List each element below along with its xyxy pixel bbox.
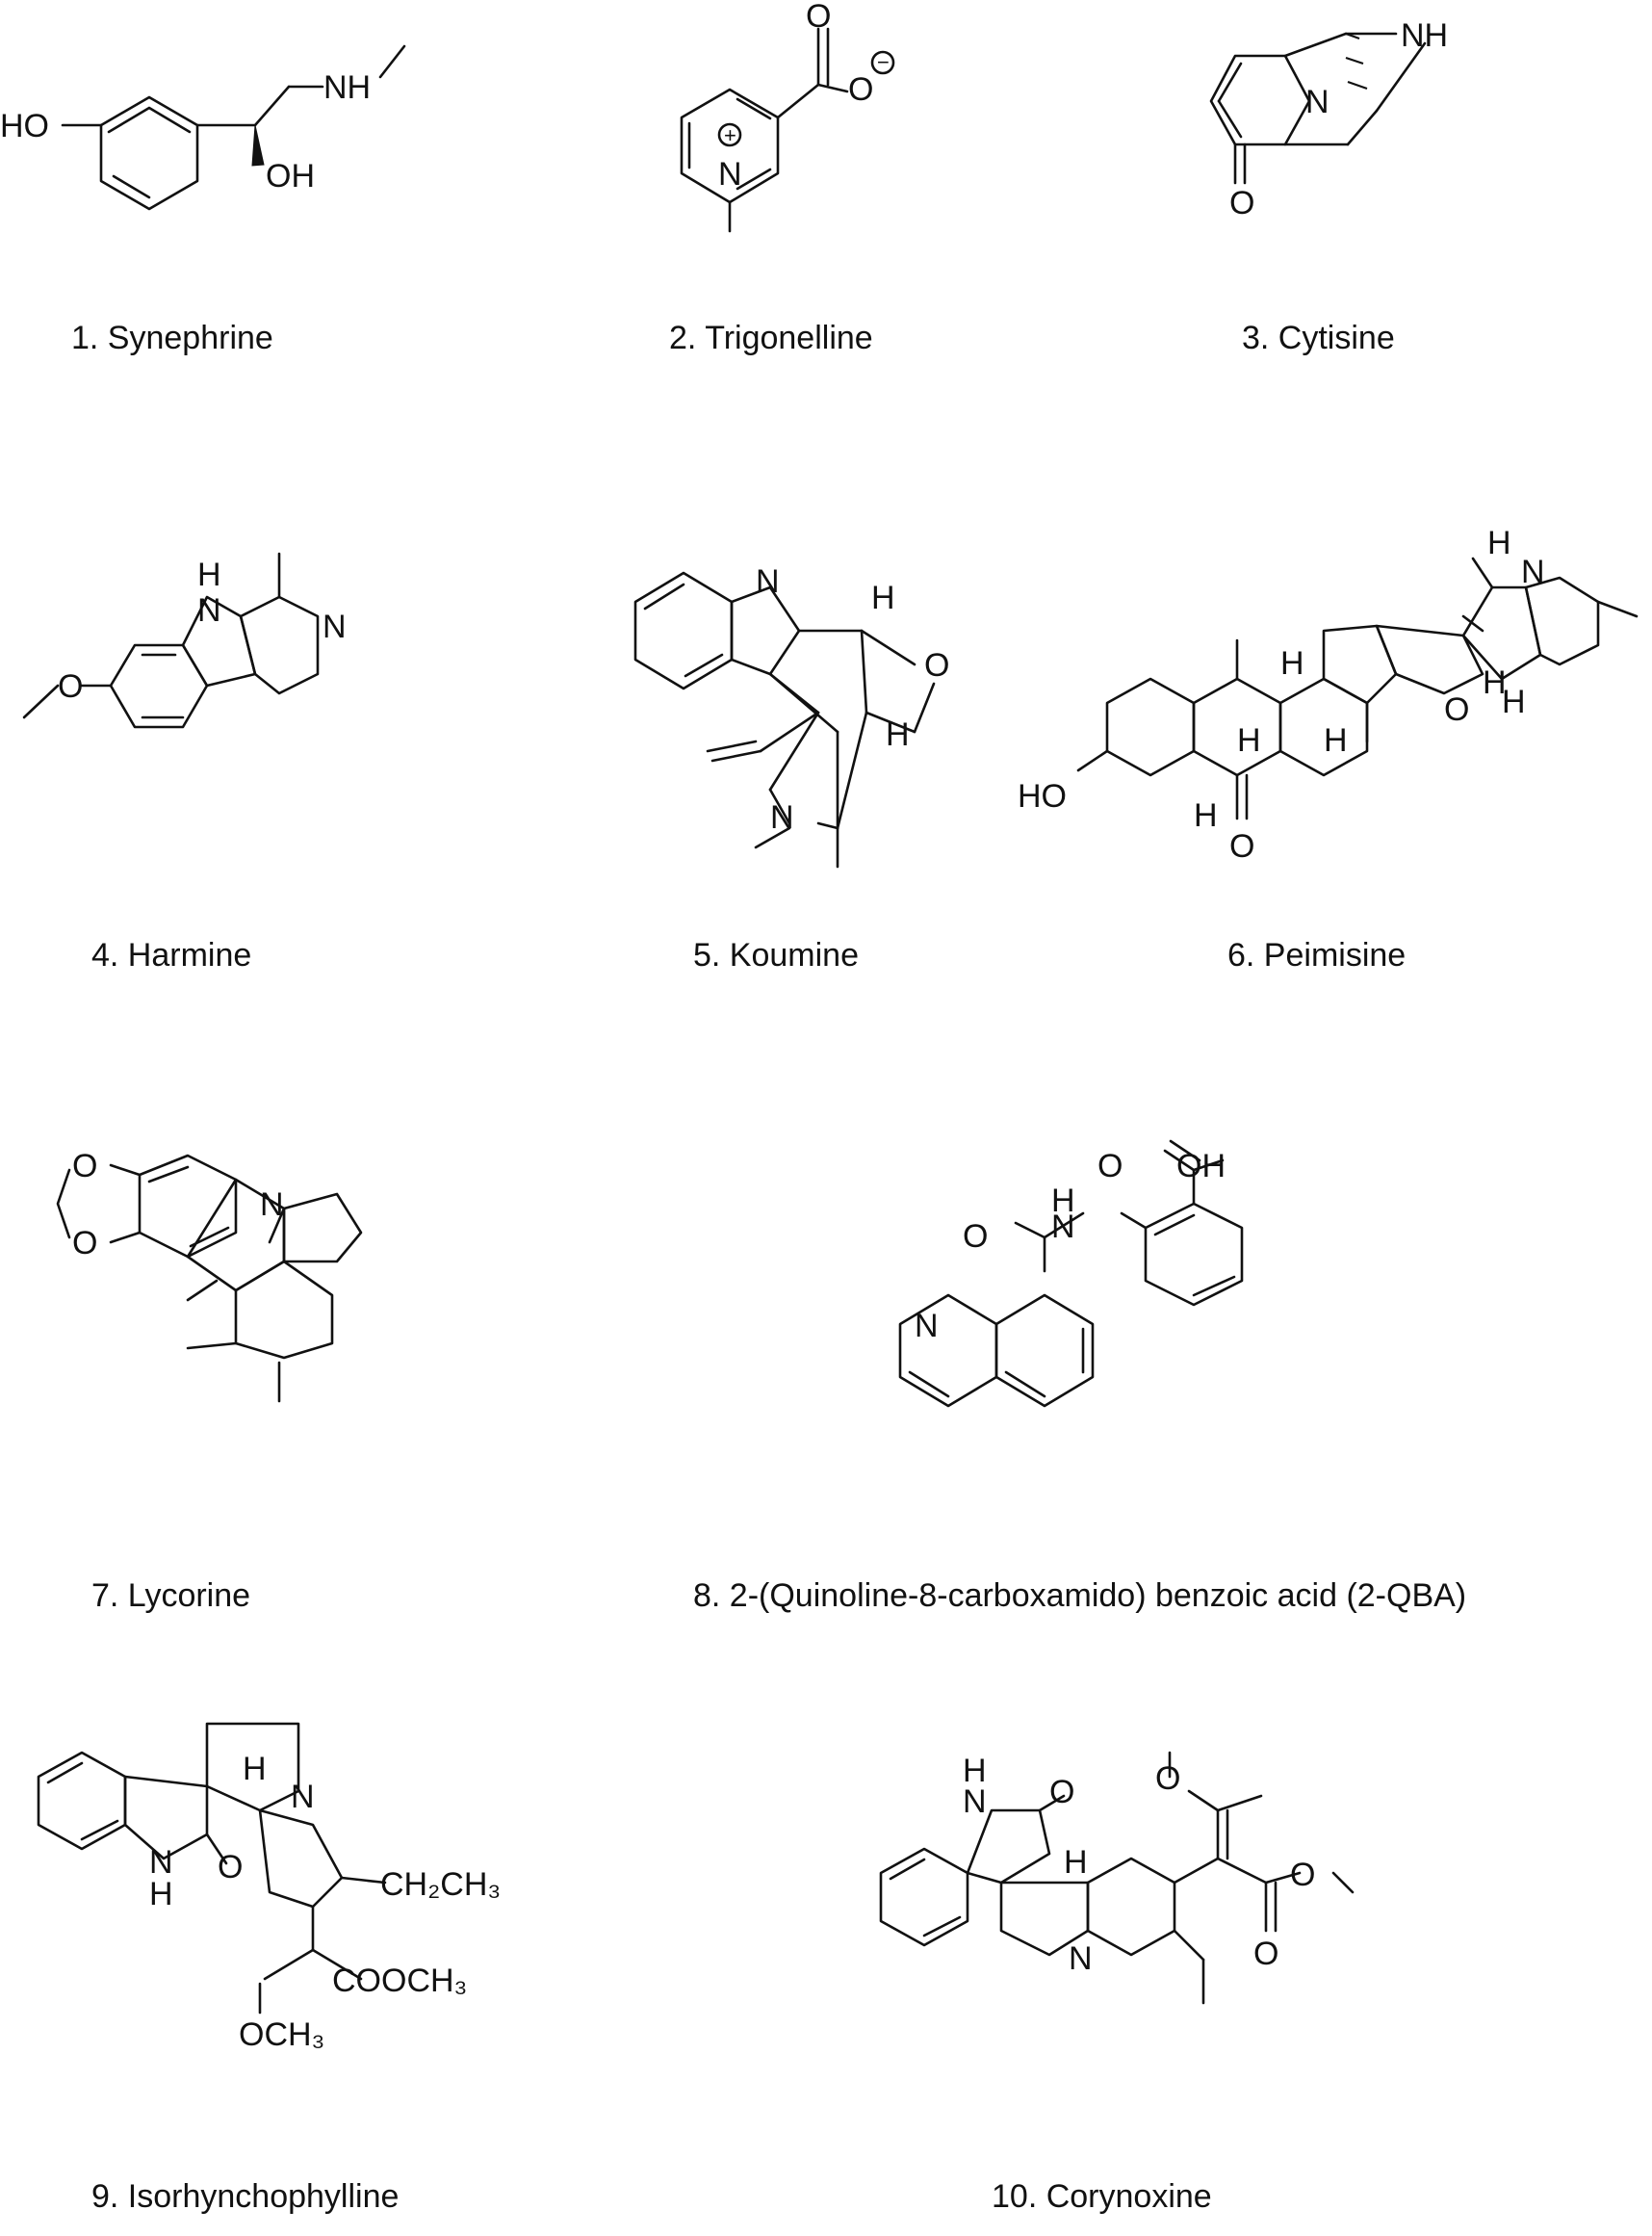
atom-label: H xyxy=(1502,684,1526,720)
atom-label: N xyxy=(1051,1209,1075,1245)
atom-label: N xyxy=(260,1186,284,1223)
atom-label: N xyxy=(770,799,794,836)
atom-label: O xyxy=(848,71,873,108)
atom-label: NH xyxy=(1401,17,1448,54)
atom-label: H xyxy=(963,1753,987,1789)
caption-isorhynchophylline: 9. Isorhynchophylline xyxy=(91,2178,400,2215)
atom-label: O xyxy=(1253,1936,1278,1972)
caption-2-qba: 8. 2-(Quinoline-8-carboxamido) benzoic a… xyxy=(693,1577,1467,1614)
atom-label: H xyxy=(1051,1183,1075,1219)
atom-label: CH₂CH₃ xyxy=(380,1866,501,1903)
atom-label: O xyxy=(1229,828,1254,865)
atom-label: O xyxy=(924,647,949,684)
atom-label: NH xyxy=(323,69,371,106)
atom-label: O xyxy=(1444,691,1469,728)
caption-corynoxine: 10. Corynoxine xyxy=(992,2178,1212,2215)
atom-label: H xyxy=(886,716,910,753)
atom-label: H xyxy=(1483,664,1507,701)
atom-label: N xyxy=(1305,84,1329,120)
atom-label: N xyxy=(1521,554,1545,590)
structure-koumine: N H O H N xyxy=(633,563,949,869)
atom-label: H xyxy=(1237,722,1261,759)
atom-label: N xyxy=(291,1779,315,1815)
atom-label: N xyxy=(963,1783,987,1820)
atom-label: O xyxy=(72,1148,97,1184)
atom-label: H xyxy=(1487,525,1511,561)
atom-label: N xyxy=(1069,1940,1093,1977)
atom-label: H xyxy=(243,1751,267,1787)
atom-label: O xyxy=(1049,1774,1074,1810)
structure-cytisine: NH N O xyxy=(1209,17,1448,221)
structure-isorhynchophylline: H N N H O CH₂CH₃ COOCH₃ OCH₃ xyxy=(37,1722,501,2053)
structure-corynoxine: H N O O H N O O xyxy=(879,1751,1355,2005)
structure-harmine: H N N O xyxy=(22,552,347,729)
atom-label: O xyxy=(218,1849,243,1885)
atom-label: HO xyxy=(1018,778,1067,815)
atom-label: HO xyxy=(0,108,49,144)
atom-label: H xyxy=(1194,797,1218,834)
caption-trigonelline: 2. Trigonelline xyxy=(669,320,873,356)
atom-label: O xyxy=(1229,185,1254,221)
atom-label: O xyxy=(72,1225,97,1261)
atom-label: N xyxy=(323,609,347,645)
atom-label: N xyxy=(197,592,221,629)
charge-label: − xyxy=(877,50,890,74)
atom-label: O xyxy=(58,668,83,705)
atom-label: H xyxy=(871,580,895,616)
atom-label: O xyxy=(1155,1760,1180,1797)
atom-label: H xyxy=(1064,1844,1088,1881)
atom-label: OH xyxy=(266,158,315,195)
atom-label: N xyxy=(149,1844,173,1881)
structure-peimisine: HO O O H N H H H H H H xyxy=(1018,525,1639,865)
atom-label: O xyxy=(1097,1148,1123,1184)
atom-label: O xyxy=(1290,1857,1315,1893)
caption-synephrine: 1. Synephrine xyxy=(71,320,273,356)
atom-label: O xyxy=(963,1218,988,1255)
caption-lycorine: 7. Lycorine xyxy=(91,1577,251,1614)
structure-synephrine: HO NH OH xyxy=(0,44,406,211)
atom-label: OCH₃ xyxy=(239,2016,324,2053)
atom-label: O xyxy=(806,0,831,35)
structure-trigonelline: + − O O N xyxy=(680,0,895,233)
atom-label: H xyxy=(197,557,221,593)
atom-label: OH xyxy=(1176,1148,1226,1184)
atom-label: N xyxy=(756,563,780,600)
atom-label: H xyxy=(149,1876,173,1912)
caption-peimisine: 6. Peimisine xyxy=(1227,937,1407,974)
caption-koumine: 5. Koumine xyxy=(693,937,859,974)
structure-lycorine: O O N xyxy=(56,1148,363,1403)
charge-label: + xyxy=(724,123,736,147)
caption-cytisine: 3. Cytisine xyxy=(1242,320,1395,356)
atom-label: H xyxy=(1280,645,1304,682)
atom-label: N xyxy=(915,1308,939,1344)
atom-label: H xyxy=(1324,722,1348,759)
structure-2-qba: O OH H N O N xyxy=(898,1139,1244,1408)
atom-label: COOCH₃ xyxy=(332,1963,467,1999)
caption-harmine: 4. Harmine xyxy=(91,937,252,974)
atom-label: N xyxy=(718,156,742,193)
